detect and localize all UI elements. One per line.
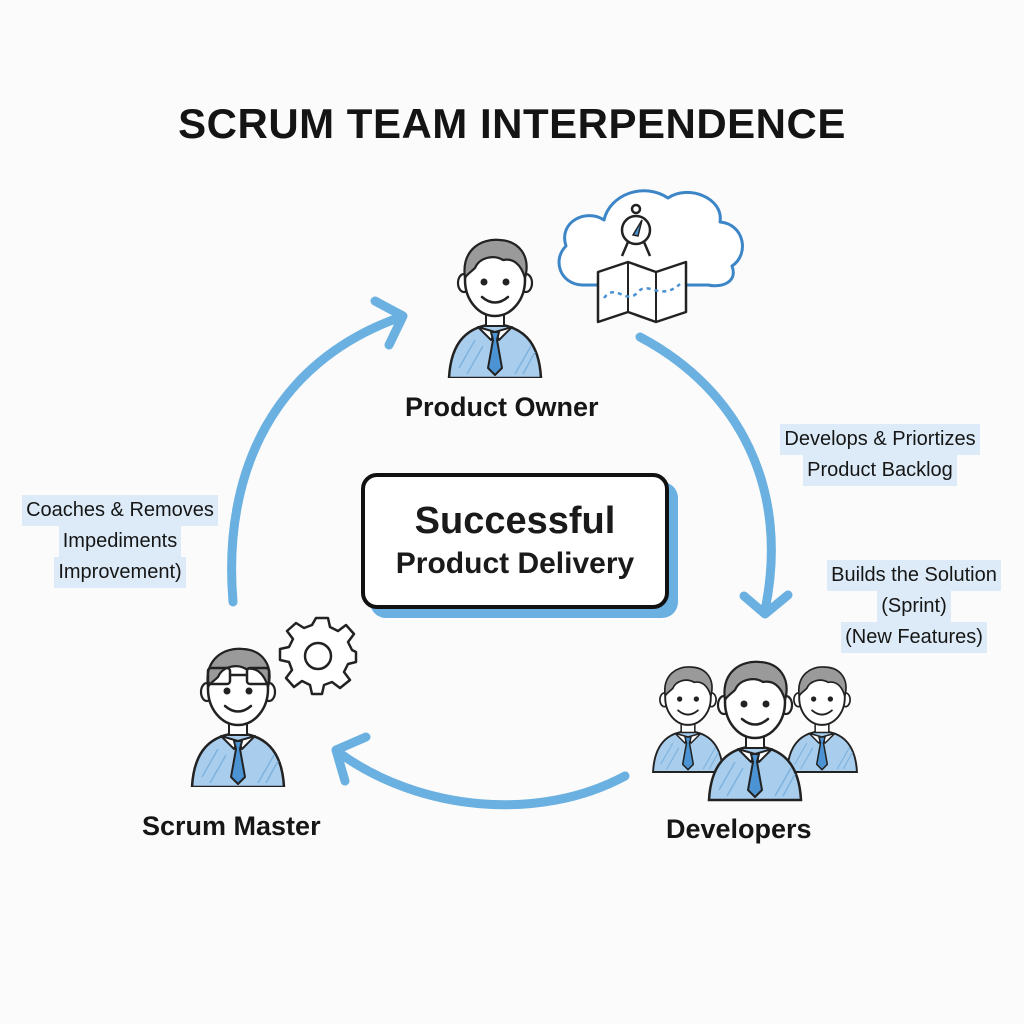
flow-label-po-to-dev: Develops & Priortizes Product Backlog [756, 424, 1004, 486]
developer-left-person-icon [652, 665, 724, 773]
flow-dev-to-sm-line-1: Builds the Solution [827, 560, 1001, 591]
arrow-sm-to-po [227, 313, 403, 607]
arrow-sm-to-po-head [370, 296, 408, 350]
flow-dev-to-sm-line-3: (New Features) [841, 622, 987, 653]
product-owner-person-icon [447, 238, 543, 378]
cloud-icon [557, 189, 744, 288]
center-line-2: Product Delivery [395, 547, 635, 580]
gear-icon [278, 616, 358, 696]
flow-sm-to-po-line-2: Impediments [58, 526, 182, 557]
arrow-developers-to-sm [333, 747, 630, 810]
arrow-po-to-developers-head [739, 590, 793, 619]
flow-sm-to-po-line-3: Improvement) [54, 557, 186, 588]
center-box: Successful Product Delivery [361, 473, 669, 609]
center-line-1: Successful [414, 500, 616, 542]
product-owner-label: Product Owner [405, 392, 599, 422]
arrow-po-to-developers [635, 332, 776, 615]
flow-label-sm-to-po: Coaches & Removes Impediments Improvemen… [4, 495, 236, 588]
developers-label: Developers [666, 814, 812, 844]
compass-icon [620, 203, 652, 257]
diagram-title: SCRUM TEAM INTERPENDENCE [178, 100, 846, 147]
developer-center-person-icon [707, 660, 803, 802]
map-icon [596, 260, 688, 324]
flow-po-to-dev-line-2: Product Backlog [803, 455, 957, 486]
team-icon [652, 660, 858, 802]
arrow-developers-to-sm-head [331, 732, 371, 786]
flow-po-to-dev-line-1: Develops & Priortizes [780, 424, 980, 455]
flow-dev-to-sm-line-2: (Sprint) [877, 591, 951, 622]
developer-right-person-icon [786, 665, 858, 773]
flow-label-dev-to-sm: Builds the Solution (Sprint) (New Featur… [804, 560, 1024, 653]
scrum-master-label: Scrum Master [142, 811, 321, 841]
scrum-master-person-icon [190, 647, 286, 787]
cycle-arrows [227, 296, 793, 810]
flow-sm-to-po-line-1: Coaches & Removes [22, 495, 218, 526]
